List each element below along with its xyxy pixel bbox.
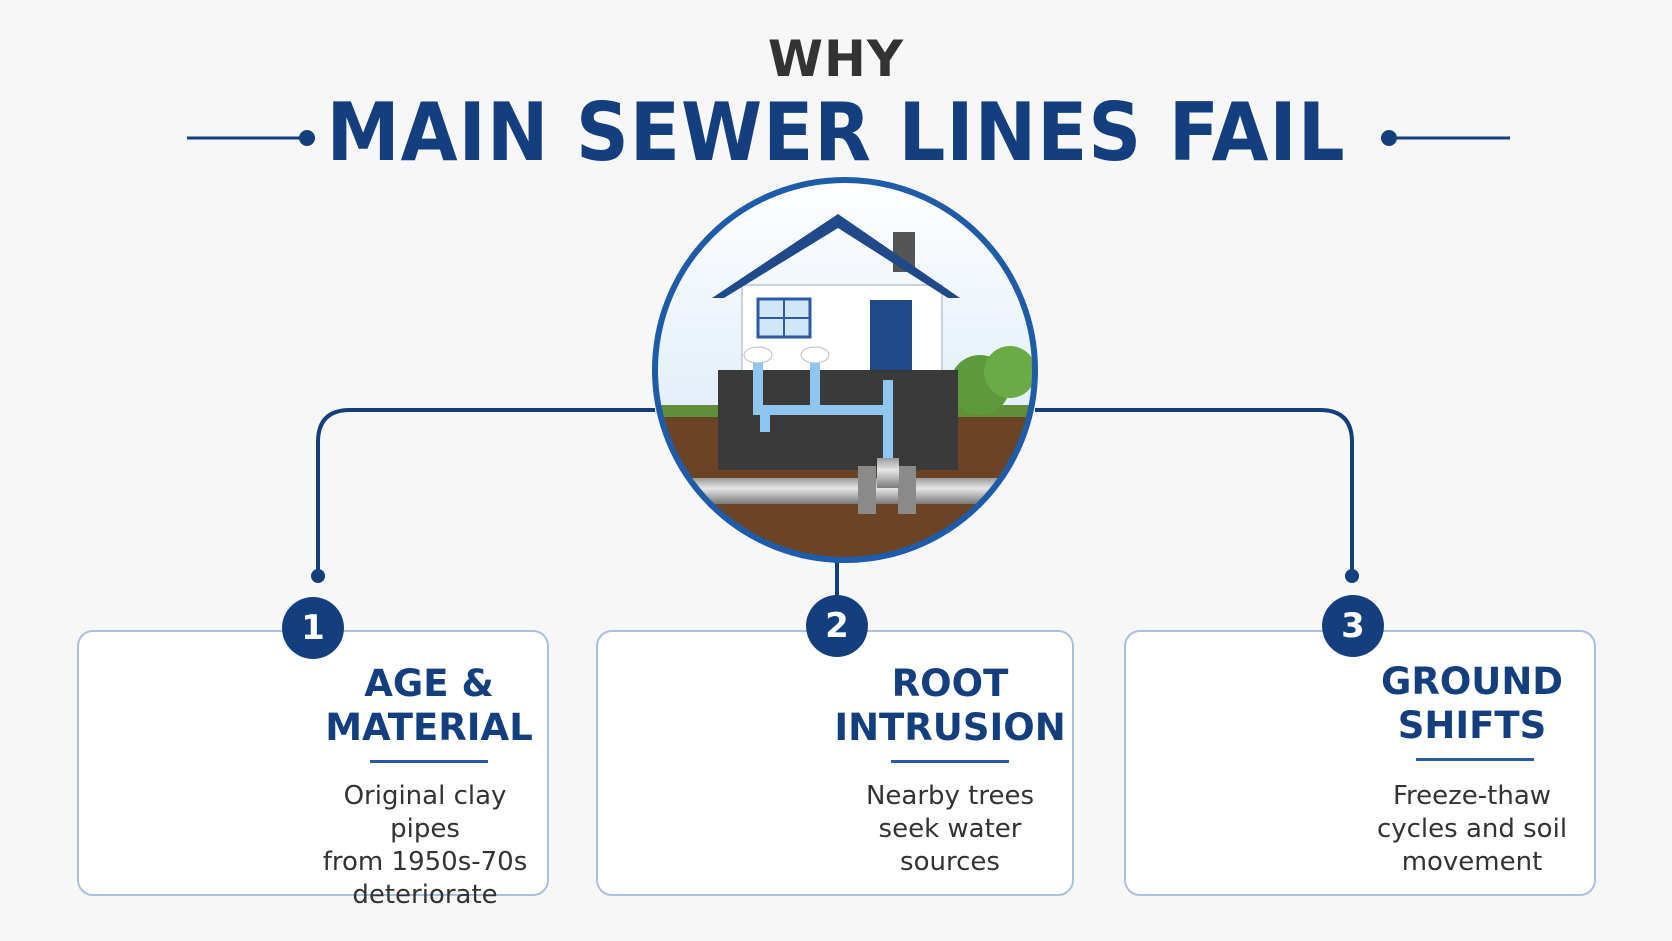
description-line-1: Freeze-thaw: [1392, 781, 1552, 811]
heading-line-2: SHIFTS: [1397, 704, 1547, 747]
title-main: MAIN SEWER LINES FAIL: [326, 86, 1346, 179]
title-why: WHY: [767, 30, 905, 88]
heading-line-1: GROUND: [1380, 660, 1564, 703]
description-line-3: deteriorate: [352, 880, 498, 910]
description-line-3: movement: [1401, 847, 1543, 877]
connector-dot-1: [311, 569, 325, 583]
card-description: Nearby trees seek water sources: [830, 780, 1070, 879]
description-line-2: from 1950s-70s: [322, 847, 528, 877]
connector-dot-3: [1345, 569, 1359, 583]
card-heading: GROUND SHIFTS: [1352, 660, 1592, 748]
step-number-badge-1: 1: [282, 597, 344, 659]
step-number-badge-2: 2: [806, 595, 868, 657]
description-line-3: sources: [900, 847, 1000, 877]
description-line-2: seek water: [878, 814, 1022, 844]
card-divider: [891, 760, 1009, 763]
card-heading: AGE & MATERIAL: [309, 662, 549, 750]
description-line-1: Original clay pipes: [343, 781, 507, 844]
card-divider: [1416, 758, 1534, 761]
cause-card-age-material: AGE & MATERIAL Original clay pipes from …: [77, 630, 549, 910]
cause-card-root-intrusion: ROOT INTRUSION Nearby trees seek water s…: [596, 630, 1074, 896]
heading-line-2: MATERIAL: [325, 706, 533, 749]
house-sewer-line-icon: [652, 177, 1038, 563]
title-line-left: [187, 130, 315, 146]
heading-line-1: ROOT: [891, 662, 1009, 705]
step-number-badge-3: 3: [1322, 595, 1384, 657]
description-line-1: Nearby trees: [865, 781, 1035, 811]
card-description: Freeze-thaw cycles and soil movement: [1352, 780, 1592, 879]
description-line-2: cycles and soil: [1376, 814, 1568, 844]
title-line-right: [1381, 130, 1510, 146]
connector-lines: [316, 408, 1354, 595]
heading-line-1: AGE &: [364, 662, 494, 705]
card-divider: [370, 760, 488, 763]
card-description: Original clay pipes from 1950s-70s deter…: [305, 780, 545, 912]
heading-line-2: INTRUSION: [834, 706, 1066, 749]
cause-card-ground-shifts: GROUND SHIFTS Freeze-thaw cycles and soi…: [1124, 630, 1596, 896]
card-heading: ROOT INTRUSION: [824, 662, 1076, 750]
